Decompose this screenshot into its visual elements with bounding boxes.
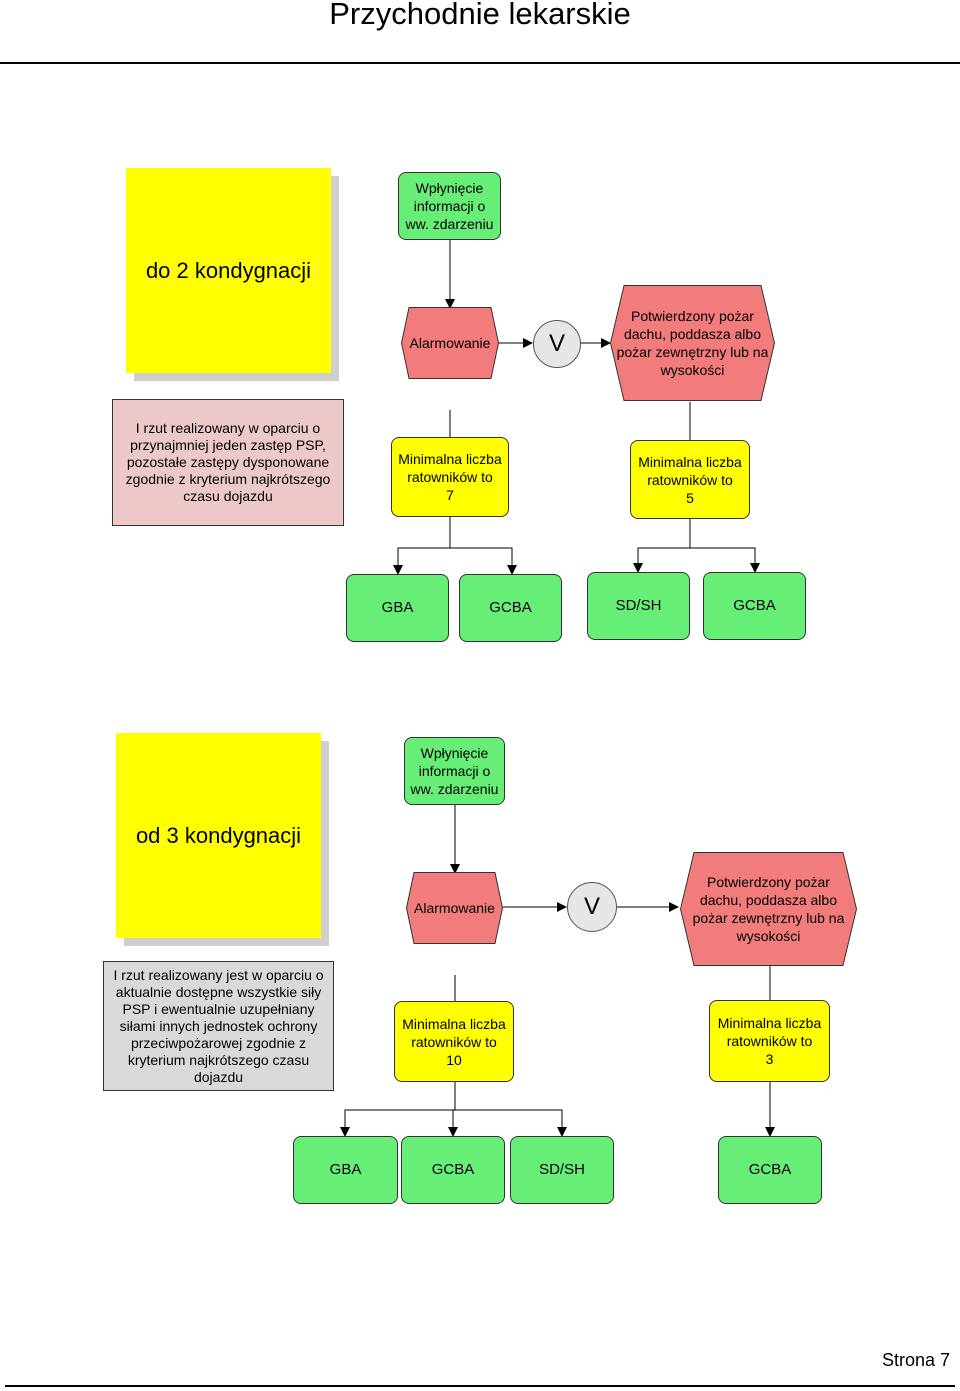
function-minimalna-liczba-7: Minimalna liczba ratowników to 7 bbox=[391, 437, 509, 517]
alarm-label: Alarmowanie bbox=[409, 335, 491, 351]
note-do-2-kondygnacji: do 2 kondygnacji bbox=[126, 168, 331, 373]
info-box-i-rzut: I rzut realizowany w oparciu o przynajmn… bbox=[112, 399, 344, 526]
function-minimalna-liczba-5: Minimalna liczba ratowników to 5 bbox=[630, 440, 750, 519]
hexagon-shape bbox=[401, 307, 499, 379]
title-divider bbox=[0, 62, 960, 64]
event-potwierdzony-pozar: Potwierdzony pożar dachu, poddasza albo … bbox=[680, 852, 857, 966]
function-alarmowanie: Alarmowanie bbox=[406, 872, 503, 944]
confirmed-label: Potwierdzony pożar dachu, poddasza albo … bbox=[692, 874, 845, 944]
unit-sd-sh: SD/SH bbox=[510, 1136, 614, 1204]
operator-or: V bbox=[567, 882, 617, 932]
event-potwierdzony-pozar: Potwierdzony pożar dachu, poddasza albo … bbox=[610, 285, 775, 401]
unit-gcba: GCBA bbox=[459, 574, 562, 642]
unit-gcba: GCBA bbox=[718, 1136, 822, 1204]
flow-line bbox=[637, 547, 756, 572]
page-number: Strona 7 bbox=[881, 1350, 950, 1370]
operator-or: V bbox=[533, 320, 581, 368]
hexagon-shape bbox=[406, 872, 503, 944]
hexagon-shape bbox=[610, 285, 775, 401]
page-title: Przychodnie lekarskie bbox=[329, 0, 631, 31]
flow-line bbox=[397, 547, 513, 574]
confirmed-label: Potwierdzony pożar dachu, poddasza albo … bbox=[616, 308, 769, 378]
event-wplyniecie-informacji: Wpłynięcie informacji o ww. zdarzeniu bbox=[404, 737, 505, 805]
unit-gcba: GCBA bbox=[703, 572, 806, 640]
function-minimalna-liczba-3: Minimalna liczba ratowników to 3 bbox=[709, 1000, 830, 1082]
hexagon-shape bbox=[680, 852, 857, 966]
function-minimalna-liczba-10: Minimalna liczba ratowników to 10 bbox=[394, 1001, 514, 1082]
unit-gba: GBA bbox=[293, 1136, 398, 1204]
event-wplyniecie-informacji: Wpłynięcie informacji o ww. zdarzeniu bbox=[398, 172, 501, 240]
unit-gba: GBA bbox=[346, 574, 449, 642]
footer-divider bbox=[5, 1385, 955, 1387]
unit-sd-sh: SD/SH bbox=[587, 572, 690, 640]
note-od-3-kondygnacji: od 3 kondygnacji bbox=[116, 733, 321, 938]
info-box-i-rzut: I rzut realizowany jest w oparciu o aktu… bbox=[103, 961, 334, 1091]
note-label: do 2 kondygnacji bbox=[145, 257, 312, 283]
alarm-label: Alarmowanie bbox=[414, 900, 495, 916]
unit-gcba: GCBA bbox=[401, 1136, 505, 1204]
note-label: od 3 kondygnacji bbox=[135, 822, 302, 848]
function-alarmowanie: Alarmowanie bbox=[401, 307, 499, 379]
